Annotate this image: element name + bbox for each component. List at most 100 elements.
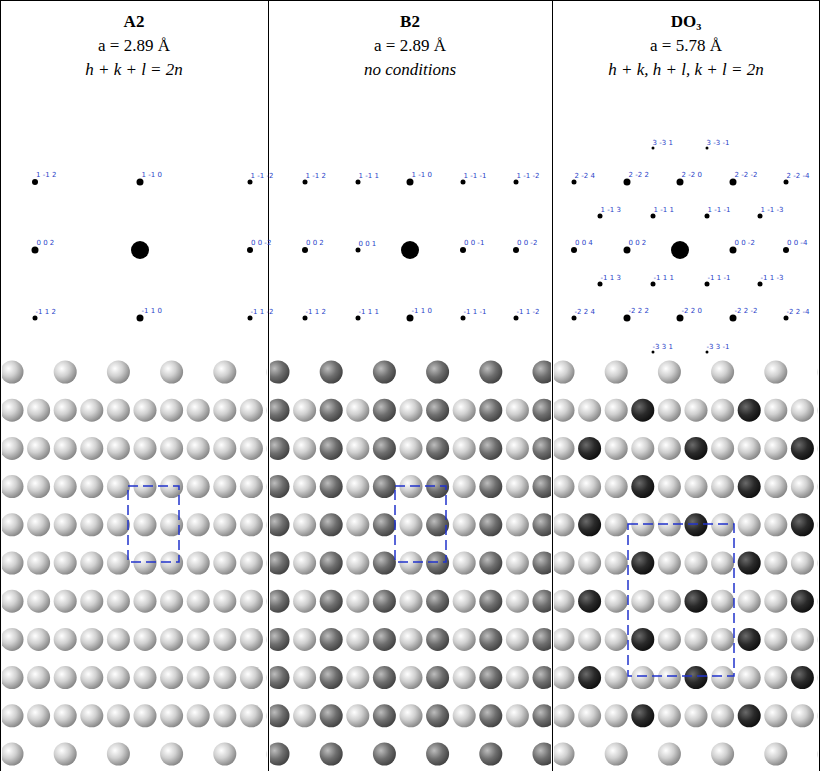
- atom: [293, 552, 316, 575]
- atom: [240, 628, 263, 651]
- atom: [160, 399, 183, 422]
- atom: [605, 743, 628, 766]
- atom: [506, 552, 529, 575]
- diffraction-spots: [32, 147, 790, 354]
- atom: [400, 513, 423, 536]
- atom: [373, 475, 396, 498]
- atom: [160, 666, 183, 689]
- atom: [578, 399, 601, 422]
- atom: [107, 513, 130, 536]
- atom: [738, 666, 761, 689]
- atom: [791, 552, 814, 575]
- atom: [373, 743, 396, 766]
- reflection-index: 0 0 2: [629, 239, 647, 247]
- reflection-index: 2 -2 0: [682, 171, 702, 179]
- atom: [453, 552, 476, 575]
- atom: [267, 628, 268, 651]
- atom: [213, 743, 236, 766]
- atom: [373, 666, 396, 689]
- diffraction-spot: [651, 282, 656, 287]
- atom: [320, 743, 343, 766]
- atom: [711, 552, 734, 575]
- atom: [54, 513, 77, 536]
- atom: [270, 628, 290, 651]
- reflection-index: 0 0 2: [37, 239, 55, 247]
- atom: [554, 513, 575, 536]
- atom: [107, 552, 130, 575]
- reflection-index: 1 -1 2: [36, 171, 56, 179]
- reflection-index: 1 -1 -2: [251, 172, 274, 180]
- atom: [426, 437, 449, 460]
- atom: [631, 437, 654, 460]
- atom: [764, 704, 787, 727]
- reflection-index: 0 0 -1: [464, 239, 484, 247]
- atom: [27, 513, 50, 536]
- atom: [426, 552, 449, 575]
- atom: [27, 399, 50, 422]
- atom: [346, 437, 369, 460]
- reflection-index: -2 2 4: [575, 308, 595, 316]
- atom: [134, 399, 157, 422]
- atom: [240, 399, 263, 422]
- atom: [764, 361, 787, 384]
- atom: [631, 628, 654, 651]
- atom: [400, 552, 423, 575]
- atom: [27, 666, 50, 689]
- atom: [738, 628, 761, 651]
- atom-lattice: [554, 361, 818, 766]
- atom: [213, 513, 236, 536]
- atom: [533, 399, 552, 422]
- diffraction-spot: [248, 180, 253, 185]
- atom: [80, 399, 103, 422]
- reflection-index: 1 -1 -2: [517, 172, 540, 180]
- atom: [240, 590, 263, 613]
- atom: [187, 666, 210, 689]
- diffraction-spot: [624, 179, 631, 186]
- atom: [160, 590, 183, 613]
- atom: [479, 590, 502, 613]
- atom: [107, 361, 130, 384]
- atom: [479, 399, 502, 422]
- atom: [107, 399, 130, 422]
- atom: [267, 704, 268, 727]
- atom: [791, 399, 814, 422]
- atom: [2, 513, 24, 536]
- diffraction-spot: [137, 315, 144, 322]
- atom: [160, 704, 183, 727]
- atom: [578, 628, 601, 651]
- diffraction-spot: [33, 316, 38, 321]
- atom: [554, 666, 575, 689]
- atom: [2, 666, 24, 689]
- structure-title: A2: [0, 12, 268, 32]
- diffraction-spot: [758, 214, 763, 219]
- atom: [711, 743, 734, 766]
- reflection-index: 0 0 1: [359, 240, 377, 248]
- atom: [160, 437, 183, 460]
- diffraction-spot: [247, 247, 253, 253]
- atom: [80, 666, 103, 689]
- atom: [270, 475, 290, 498]
- atom: [373, 704, 396, 727]
- atom: [107, 628, 130, 651]
- atom: [293, 666, 316, 689]
- atom: [27, 628, 50, 651]
- atom: [2, 437, 24, 460]
- reflection-index: -1 1 -2: [251, 308, 274, 316]
- atom: [533, 590, 552, 613]
- diffraction-spot: [706, 351, 709, 354]
- atom: [791, 475, 814, 498]
- atom: [54, 475, 77, 498]
- atom: [711, 628, 734, 651]
- atom: [213, 361, 236, 384]
- reflection-index: -2 2 -2: [735, 307, 758, 315]
- atom: [187, 399, 210, 422]
- atom: [107, 590, 130, 613]
- atom: [479, 628, 502, 651]
- atom: [453, 437, 476, 460]
- atom: [685, 399, 708, 422]
- atom: [453, 628, 476, 651]
- reflection-index: -1 1 -2: [517, 308, 540, 316]
- atom: [711, 704, 734, 727]
- reflection-index: -1 1 1: [359, 308, 379, 316]
